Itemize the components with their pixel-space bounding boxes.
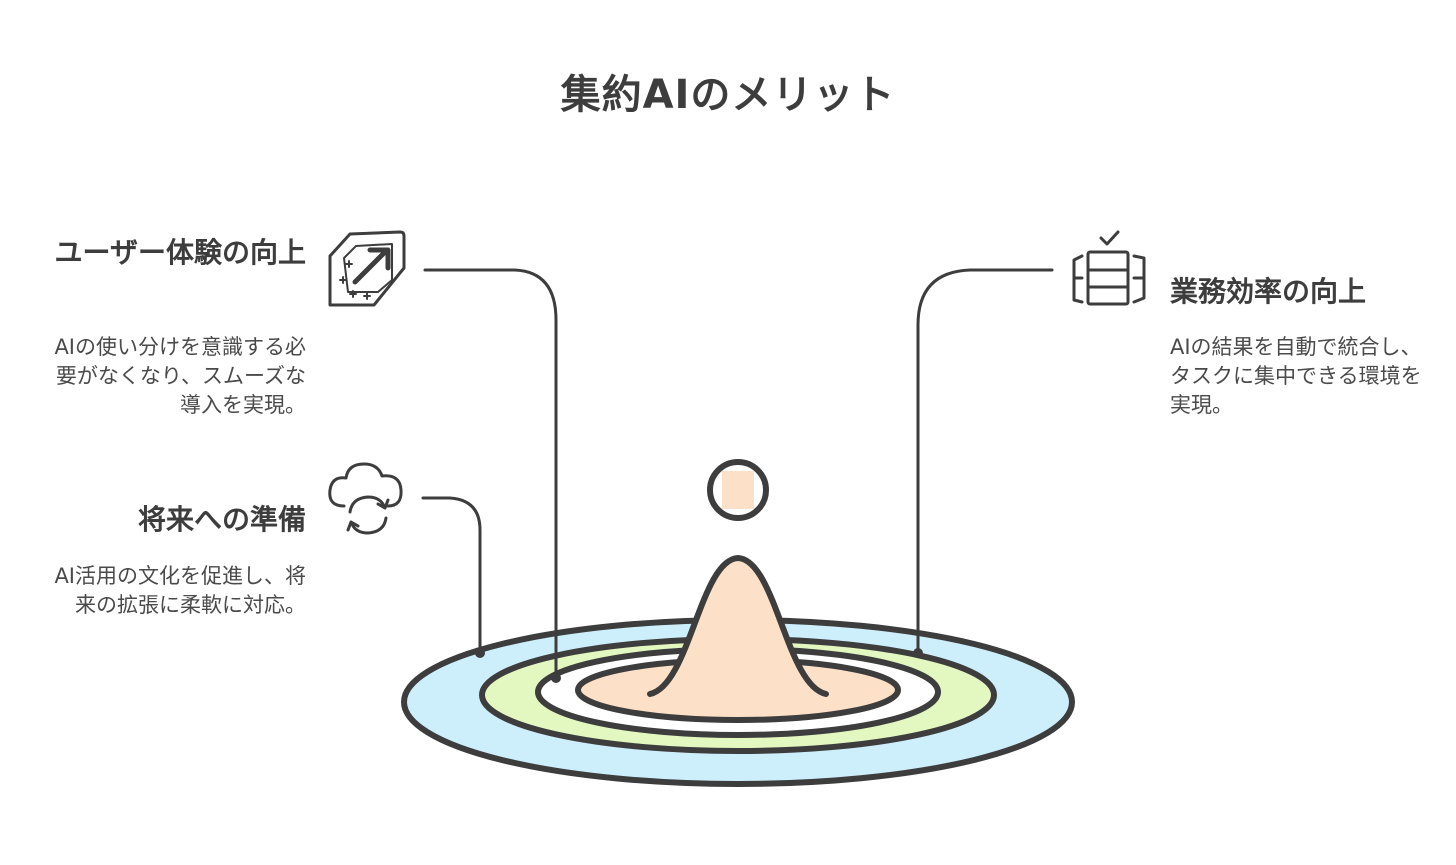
heading-future-preparation: 将来への準備 <box>137 503 306 536</box>
connector-dot-future-preparation <box>475 648 485 658</box>
ripple-rings <box>401 617 1075 787</box>
connector-dot-user-experience <box>551 673 561 683</box>
connector-future-preparation <box>421 496 482 654</box>
description-user-experience: AIの使い分けを意識する必要がなくなり、スムーズな導入を実現。 <box>54 335 306 417</box>
connector-business-efficiency <box>916 268 1054 654</box>
connector-user-experience <box>423 268 558 678</box>
cloud-sync-icon <box>328 462 403 535</box>
droplet <box>707 459 769 521</box>
heading-user-experience: ユーザー体験の向上 <box>54 236 306 269</box>
splash-peak-outline <box>647 554 829 697</box>
diagram-title: 集約AIのメリット <box>560 72 896 118</box>
heading-business-efficiency: 業務効率の向上 <box>1170 275 1367 308</box>
stacked-checklist-icon <box>1072 230 1146 306</box>
connectors <box>421 268 1054 678</box>
connector-dot-business-efficiency <box>913 648 923 658</box>
description-business-efficiency: AIの結果を自動で統合し、タスクに集中できる環境を実現。 <box>1170 335 1422 417</box>
description-future-preparation: AI活用の文化を促進し、将来の拡張に柔軟に対応。 <box>54 564 306 617</box>
splash-peak <box>650 558 826 694</box>
user-experience-arrow-icon <box>328 230 406 307</box>
